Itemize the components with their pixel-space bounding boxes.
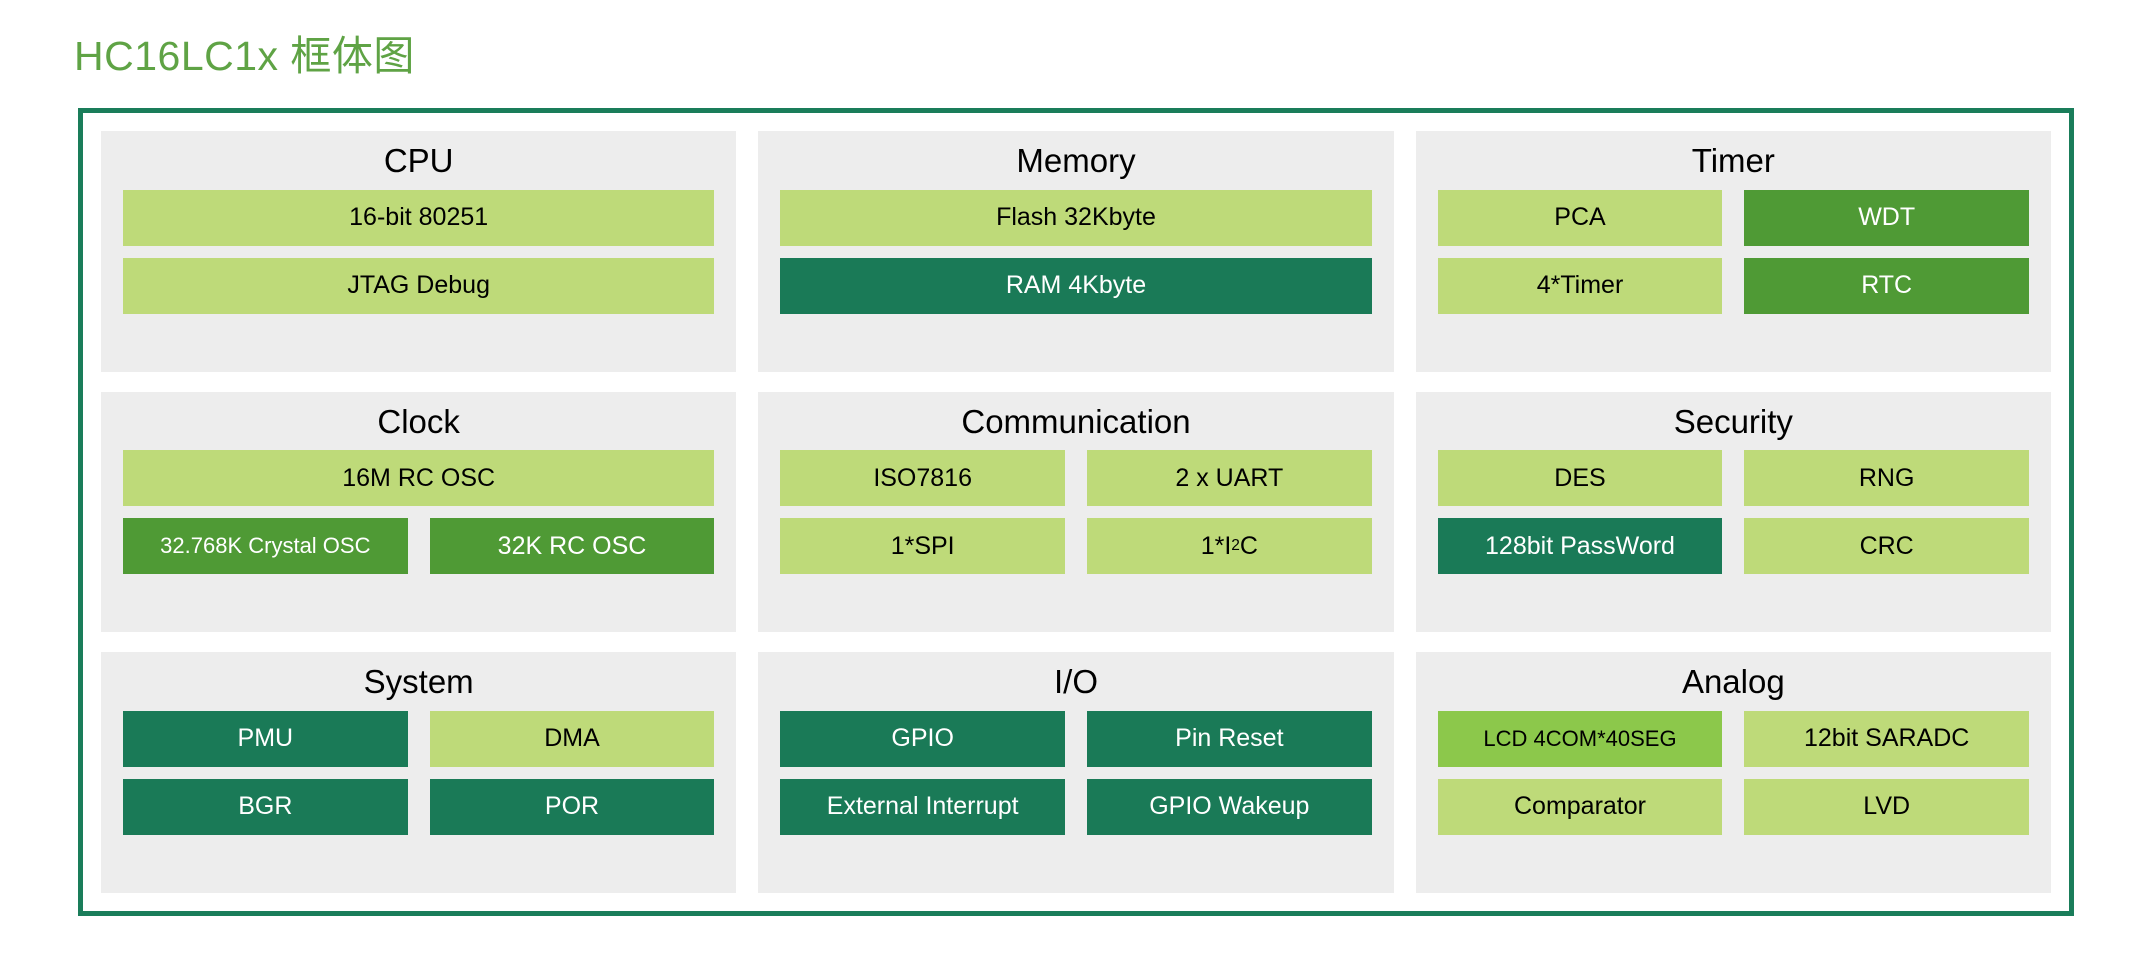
panel-body: PMU DMA BGR POR	[123, 710, 715, 879]
block-4-timer[interactable]: 4*Timer	[1437, 257, 1723, 314]
block-jtag-debug[interactable]: JTAG Debug	[123, 257, 715, 314]
block-dma[interactable]: DMA	[429, 710, 715, 767]
block-row: PCA WDT	[1437, 189, 2029, 246]
block-32-768k-crystal-osc[interactable]: 32.768K Crystal OSC	[123, 518, 408, 575]
block-12bit-saradc[interactable]: 12bit SARADC	[1744, 710, 2029, 767]
block-32k-rc-osc[interactable]: 32K RC OSC	[429, 518, 715, 575]
panel-clock: Clock 16M RC OSC 32.768K Crystal OSC 32K RC…	[101, 391, 737, 633]
block-2-x-uart[interactable]: 2 x UART	[1087, 450, 1372, 507]
panel-title: System	[363, 663, 474, 701]
block-external-interrupt[interactable]: External Interrupt	[780, 778, 1065, 835]
panel-body: PCA WDT 4*Timer RTC	[1437, 189, 2029, 358]
block-row: JTAG Debug	[123, 257, 715, 314]
panel-body: LCD 4COM*40SEG 12bit SARADC Comparator LVD	[1437, 710, 2029, 879]
panel-title: CPU	[383, 142, 454, 179]
block-crc[interactable]: CRC	[1744, 518, 2029, 575]
block-row: ISO7816 2 x UART	[780, 450, 1372, 507]
block-row: 16-bit 80251	[123, 189, 715, 246]
panel-title: Communication	[961, 402, 1191, 440]
panel-title: Security	[1673, 402, 1793, 440]
block-bgr[interactable]: BGR	[123, 778, 408, 835]
block-row: 128bit PassWord CRC	[1437, 518, 2029, 575]
block-gpio[interactable]: GPIO	[780, 710, 1065, 767]
block-rng[interactable]: RNG	[1744, 450, 2029, 507]
block-row: BGR POR	[123, 778, 715, 835]
block-row: GPIO Pin Reset	[780, 710, 1372, 767]
block-pin-reset[interactable]: Pin Reset	[1087, 710, 1372, 767]
panel-title: Analog	[1681, 663, 1785, 701]
block-row: 16M RC OSC	[123, 450, 715, 507]
block-gpio-wakeup[interactable]: GPIO Wakeup	[1087, 778, 1372, 835]
block-comparator[interactable]: Comparator	[1437, 778, 1723, 835]
block-row: LCD 4COM*40SEG 12bit SARADC	[1437, 710, 2029, 767]
page-title: HC16LC1x 框体图	[74, 33, 415, 79]
block-row: DES RNG	[1437, 450, 2029, 507]
block-row: External Interrupt GPIO Wakeup	[780, 778, 1372, 835]
block-16m-rc-osc[interactable]: 16M RC OSC	[123, 450, 715, 507]
panel-title: Timer	[1691, 142, 1775, 179]
block-pca[interactable]: PCA	[1437, 189, 1723, 246]
block-row: Flash 32Kbyte	[780, 189, 1372, 246]
block-des[interactable]: DES	[1437, 450, 1723, 507]
block-pmu[interactable]: PMU	[123, 710, 408, 767]
panel-body: 16M RC OSC 32.768K Crystal OSC 32K RC OSC	[123, 450, 715, 618]
panel-title: I/O	[1053, 663, 1098, 701]
block-row: PMU DMA	[123, 710, 715, 767]
block-row: 32.768K Crystal OSC 32K RC OSC	[123, 518, 715, 575]
panel-title: Memory	[1016, 142, 1136, 179]
block-rtc[interactable]: RTC	[1744, 257, 2029, 314]
block-row: RAM 4Kbyte	[780, 257, 1372, 314]
block-16-bit-80251[interactable]: 16-bit 80251	[123, 189, 715, 246]
block-iso7816[interactable]: ISO7816	[780, 450, 1065, 507]
block-row: 4*Timer RTC	[1437, 257, 2029, 314]
block-128bit-password[interactable]: 128bit PassWord	[1437, 518, 1723, 575]
panel-title: Clock	[377, 402, 460, 440]
block-ram-4kbyte[interactable]: RAM 4Kbyte	[780, 257, 1372, 314]
block-1-spi[interactable]: 1*SPI	[780, 518, 1065, 575]
block-wdt[interactable]: WDT	[1744, 189, 2029, 246]
panel-body: DES RNG 128bit PassWord CRC	[1437, 450, 2029, 618]
block-lvd[interactable]: LVD	[1744, 778, 2029, 835]
block-flash-32kbyte[interactable]: Flash 32Kbyte	[780, 189, 1372, 246]
block-por[interactable]: POR	[429, 778, 715, 835]
block-lcd-4com-40seg[interactable]: LCD 4COM*40SEG	[1437, 710, 1723, 767]
block-row: Comparator LVD	[1437, 778, 2029, 835]
